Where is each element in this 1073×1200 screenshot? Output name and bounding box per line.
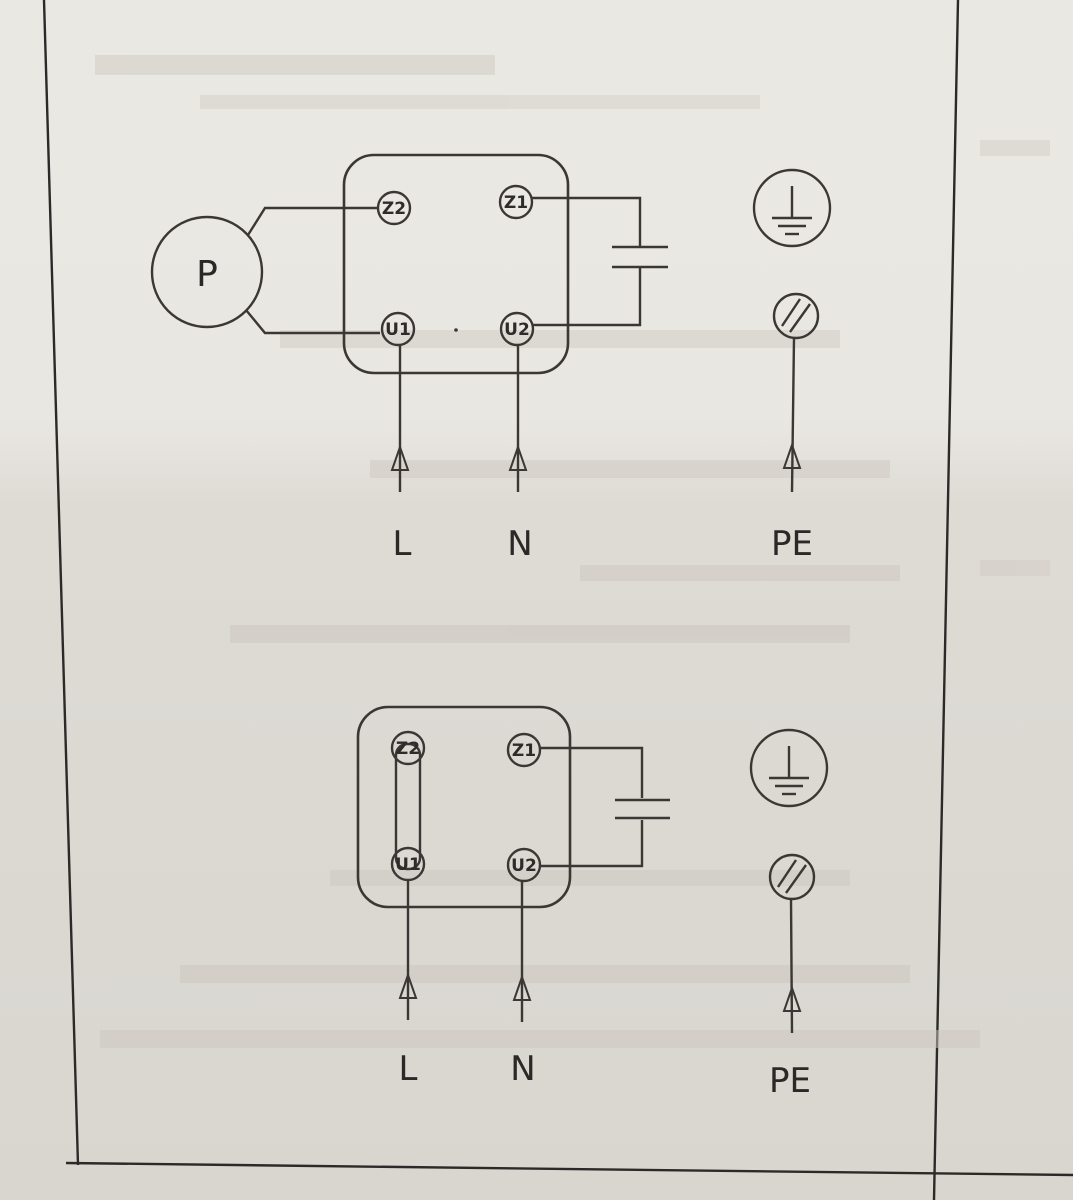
terminal-z1-b: [506, 732, 542, 768]
page-frame-left: [42, 0, 80, 1166]
label-n-bottom: N: [510, 1049, 535, 1089]
terminal-z1-b-label: Z1: [512, 741, 536, 761]
terminal-u1-label: U1: [385, 320, 411, 340]
lead-pe-bottom: [789, 898, 794, 1034]
bleed-through-texture: [95, 55, 1050, 1048]
label-l-top: L: [393, 524, 412, 564]
terminal-box-top: [342, 153, 570, 375]
capacitor-top: [532, 196, 668, 327]
terminal-z2: [376, 190, 412, 226]
terminal-z2-label: Z2: [382, 199, 406, 219]
wiring-diagram-top: P Z2 Z1 U1 U2: [150, 153, 832, 564]
label-n-top: N: [507, 524, 532, 564]
terminal-z1-label: Z1: [504, 193, 528, 213]
ground-symbol-top: [752, 168, 832, 248]
ground-symbol-bottom: [749, 728, 829, 808]
terminal-box-bottom: [356, 705, 572, 909]
motor-circle: [150, 215, 264, 329]
capacitor-bottom: [540, 746, 670, 868]
terminal-u2-label: U2: [504, 320, 530, 340]
page-frame-right: [932, 0, 960, 1200]
lead-pe-top: [790, 337, 796, 493]
pe-screw-top: [772, 292, 820, 340]
wiring-diagram-bottom: Z2 Z1 U1 U2: [356, 705, 829, 1101]
label-pe-top: PE: [771, 524, 813, 564]
terminal-u2-b-label: U2: [511, 856, 537, 876]
motor-label: P: [196, 254, 218, 295]
terminal-z2-b-label: Z2: [396, 739, 420, 759]
label-pe-bottom: PE: [769, 1061, 811, 1101]
page-frame-bottom: [65, 1161, 1073, 1177]
terminal-z2-b: [390, 730, 426, 766]
terminal-u1: [380, 311, 416, 347]
terminal-z1: [498, 184, 534, 220]
terminal-u1-b-label: U1: [395, 855, 421, 875]
bridge-z2-u1: [394, 742, 422, 871]
label-l-bottom: L: [399, 1049, 418, 1089]
